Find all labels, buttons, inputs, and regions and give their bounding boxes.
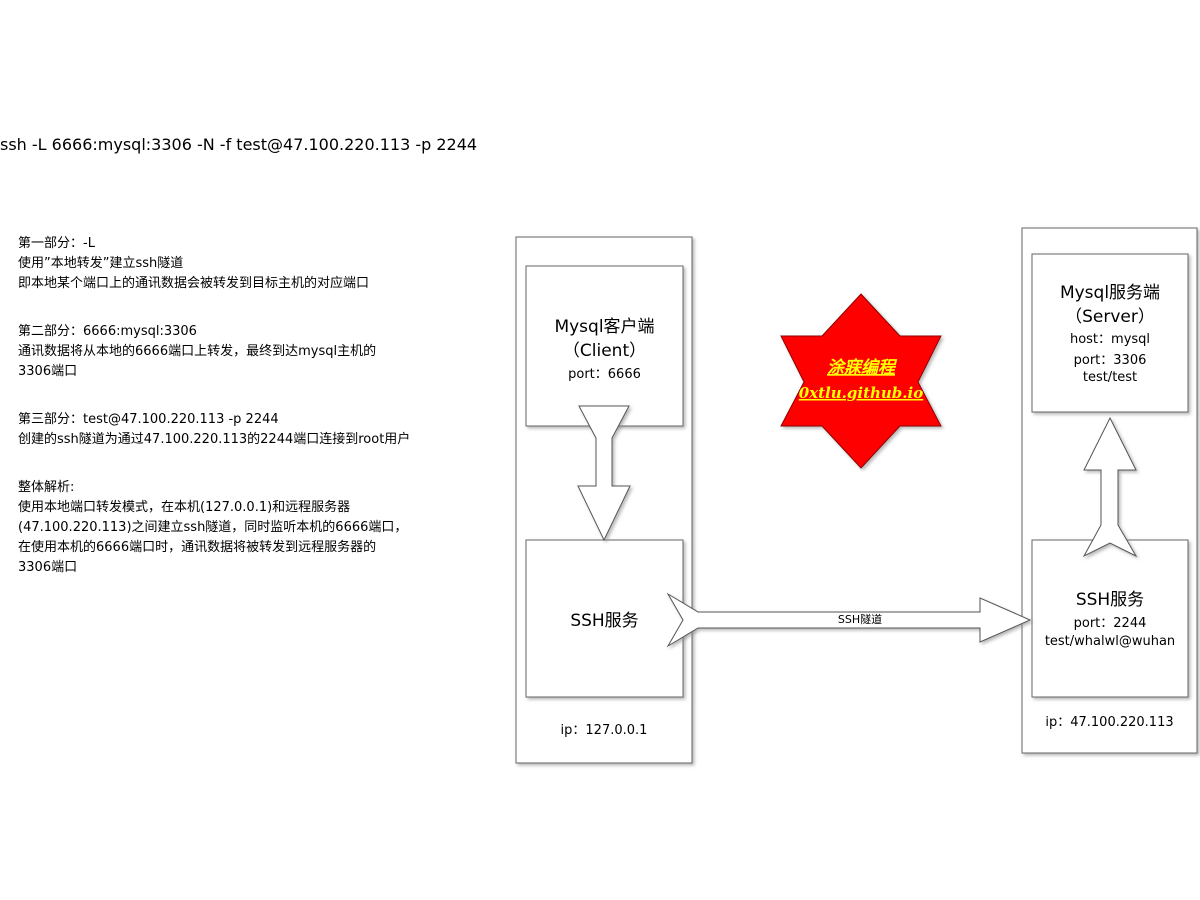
server-subtitle: （Server）: [1065, 307, 1155, 327]
part2-line: 通讯数据将从本地的6666端口上转发，最终到达mysql主机的: [18, 344, 377, 359]
server-credentials: test/test: [1082, 370, 1138, 385]
summary-heading: 整体解析:: [18, 480, 75, 495]
part2-line: 3306端口: [18, 364, 78, 379]
server-port: port：3306: [1073, 353, 1147, 368]
part2-heading: 第二部分：6666:mysql:3306: [18, 324, 197, 339]
server-title: Mysql服务端: [1059, 283, 1161, 303]
part3-line: 创建的ssh隧道为通过47.100.220.113的2244端口连接到root用…: [18, 432, 411, 447]
part1-line: 即本地某个端口上的通讯数据会被转发到目标主机的对应端口: [18, 276, 370, 291]
local-ssh-box: [525, 539, 684, 698]
down-arrow: [577, 405, 631, 542]
client-subtitle: （Client）: [562, 341, 647, 361]
summary-line: 3306端口: [18, 560, 78, 575]
summary-line: 在使用本机的6666端口时，通讯数据将被转发到远程服务器的: [18, 540, 377, 555]
ssh-command: ssh -L 6666:mysql:3306 -N -f test@47.100…: [0, 135, 478, 154]
local-ssh-label: SSH服务: [570, 611, 639, 631]
part3-heading: 第三部分：test@47.100.220.113 -p 2244: [18, 412, 279, 427]
star-shape: [780, 293, 942, 469]
remote-ip: ip：47.100.220.113: [1045, 715, 1174, 730]
remote-ssh-box: [1031, 539, 1189, 698]
mysql-server-box: [1031, 253, 1189, 413]
client-port: port：6666: [568, 367, 641, 382]
part1-heading: 第一部分：-L: [18, 236, 95, 251]
ssh-tunnel-arrow: [666, 592, 1032, 648]
watermark-line1: 涂寐编程: [827, 358, 898, 378]
remote-ssh-port: port：2244: [1073, 616, 1147, 631]
tunnel-label: SSH隧道: [837, 613, 883, 626]
server-host: host：mysql: [1069, 332, 1151, 347]
watermark-star: 涂寐编程 0xtlu.github.io: [780, 293, 942, 469]
part1-line: 使用”本地转发”建立ssh隧道: [18, 256, 184, 271]
remote-ssh-credentials: test/whalwl@wuhan: [1044, 634, 1176, 649]
summary-line: 使用本地端口转发模式，在本机(127.0.0.1)和远程服务器: [18, 500, 351, 515]
explanation-notes: 第一部分：-L 使用”本地转发”建立ssh隧道 即本地某个端口上的通讯数据会被转…: [18, 234, 410, 578]
summary-line: (47.100.220.113)之间建立ssh隧道，同时监听本机的6666端口，: [18, 520, 408, 535]
up-arrow: [1082, 416, 1138, 558]
watermark-line2: 0xtlu.github.io: [799, 384, 923, 402]
local-ip: ip：127.0.0.1: [560, 723, 648, 738]
remote-ssh-label: SSH服务: [1075, 590, 1145, 610]
mysql-client-box: [525, 265, 684, 427]
client-title: Mysql客户端: [554, 317, 655, 337]
